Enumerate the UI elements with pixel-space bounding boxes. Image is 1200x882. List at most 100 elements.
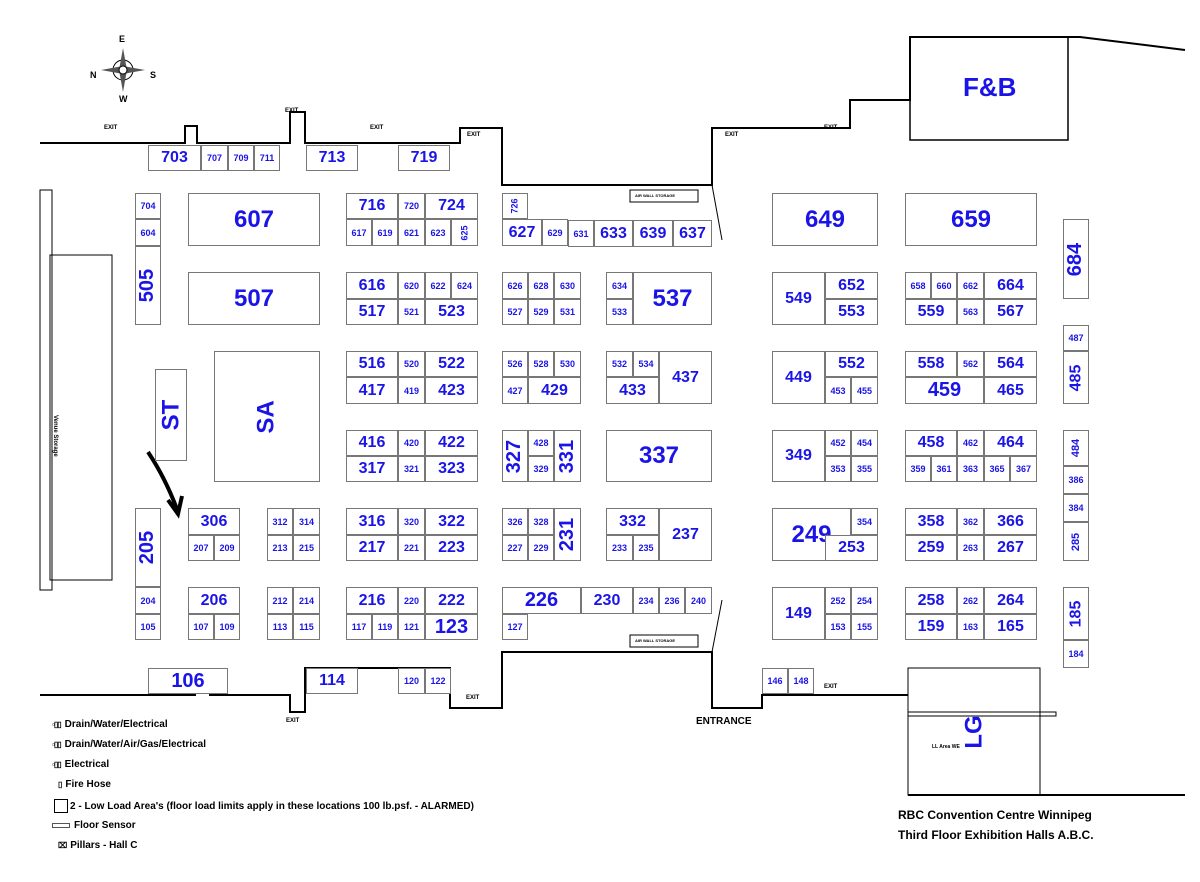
booth-121[interactable]: 121 [398, 614, 425, 640]
booth-420[interactable]: 420 [398, 430, 425, 456]
booth-235[interactable]: 235 [633, 535, 659, 561]
booth-262[interactable]: 262 [957, 587, 984, 614]
booth-120[interactable]: 120 [398, 668, 425, 694]
booth-204[interactable]: 204 [135, 587, 161, 614]
booth-317[interactable]: 317 [346, 456, 398, 482]
booth-485[interactable]: 485 [1063, 351, 1089, 404]
booth-226[interactable]: 226 [502, 587, 581, 614]
booth-361[interactable]: 361 [931, 456, 957, 482]
booth-105[interactable]: 105 [135, 614, 161, 640]
booth-316[interactable]: 316 [346, 508, 398, 535]
booth-422[interactable]: 422 [425, 430, 478, 456]
booth-109[interactable]: 109 [214, 614, 240, 640]
booth-505[interactable]: 505 [135, 246, 161, 325]
booth-326[interactable]: 326 [502, 508, 528, 535]
booth-353[interactable]: 353 [825, 456, 851, 482]
booth-567[interactable]: 567 [984, 299, 1037, 325]
booth-165[interactable]: 165 [984, 614, 1037, 640]
booth-660[interactable]: 660 [931, 272, 957, 299]
booth-359[interactable]: 359 [905, 456, 931, 482]
booth-366[interactable]: 366 [984, 508, 1037, 535]
booth-114[interactable]: 114 [306, 668, 358, 694]
booth-146[interactable]: 146 [762, 668, 788, 694]
booth-623[interactable]: 623 [425, 219, 451, 246]
booth-223[interactable]: 223 [425, 535, 478, 561]
booth-521[interactable]: 521 [398, 299, 425, 325]
booth-703[interactable]: 703 [148, 145, 201, 171]
booth-552[interactable]: 552 [825, 351, 878, 377]
booth-562[interactable]: 562 [957, 351, 984, 377]
booth-328[interactable]: 328 [528, 508, 554, 535]
booth-159[interactable]: 159 [905, 614, 957, 640]
booth-155[interactable]: 155 [851, 614, 878, 640]
booth-558[interactable]: 558 [905, 351, 957, 377]
booth-148[interactable]: 148 [788, 668, 814, 694]
booth-122[interactable]: 122 [425, 668, 451, 694]
booth-314[interactable]: 314 [293, 508, 320, 535]
booth-626[interactable]: 626 [502, 272, 528, 299]
booth-455[interactable]: 455 [851, 377, 878, 404]
booth-355[interactable]: 355 [851, 456, 878, 482]
booth-253[interactable]: 253 [825, 535, 878, 561]
booth-433[interactable]: 433 [606, 377, 659, 404]
booth-184[interactable]: 184 [1063, 640, 1089, 668]
booth-684[interactable]: 684 [1063, 219, 1089, 299]
booth-719[interactable]: 719 [398, 145, 450, 171]
booth-207[interactable]: 207 [188, 535, 214, 561]
booth-529[interactable]: 529 [528, 299, 554, 325]
booth-285[interactable]: 285 [1063, 522, 1089, 561]
booth-707[interactable]: 707 [201, 145, 228, 171]
booth-526[interactable]: 526 [502, 351, 528, 377]
booth-153[interactable]: 153 [825, 614, 851, 640]
booth-209[interactable]: 209 [214, 535, 240, 561]
booth-531[interactable]: 531 [554, 299, 581, 325]
booth-115[interactable]: 115 [293, 614, 320, 640]
booth-704[interactable]: 704 [135, 193, 161, 219]
booth-528[interactable]: 528 [528, 351, 554, 377]
booth-312[interactable]: 312 [267, 508, 293, 535]
booth-458[interactable]: 458 [905, 430, 957, 456]
booth-520[interactable]: 520 [398, 351, 425, 377]
booth-523[interactable]: 523 [425, 299, 478, 325]
booth-464[interactable]: 464 [984, 430, 1037, 456]
booth-619[interactable]: 619 [372, 219, 398, 246]
booth-205[interactable]: 205 [135, 508, 161, 587]
booth-362[interactable]: 362 [957, 508, 984, 535]
booth-254[interactable]: 254 [851, 587, 878, 614]
booth-214[interactable]: 214 [293, 587, 320, 614]
booth-320[interactable]: 320 [398, 508, 425, 535]
booth-628[interactable]: 628 [528, 272, 554, 299]
booth-616[interactable]: 616 [346, 272, 398, 299]
booth-117[interactable]: 117 [346, 614, 372, 640]
booth-549[interactable]: 549 [772, 272, 825, 325]
booth-206[interactable]: 206 [188, 587, 240, 614]
booth-367[interactable]: 367 [1010, 456, 1037, 482]
booth-337[interactable]: 337 [606, 430, 712, 482]
booth-713[interactable]: 713 [306, 145, 358, 171]
booth-216[interactable]: 216 [346, 587, 398, 614]
booth-215[interactable]: 215 [293, 535, 320, 561]
booth-sa[interactable]: SA [214, 351, 320, 482]
booth-234[interactable]: 234 [633, 587, 659, 614]
booth-222[interactable]: 222 [425, 587, 478, 614]
booth-607[interactable]: 607 [188, 193, 320, 246]
booth-453[interactable]: 453 [825, 377, 851, 404]
booth-349[interactable]: 349 [772, 430, 825, 482]
booth-429[interactable]: 429 [528, 377, 581, 404]
booth-213[interactable]: 213 [267, 535, 293, 561]
booth-624[interactable]: 624 [451, 272, 478, 299]
booth-631[interactable]: 631 [568, 220, 594, 247]
booth-630[interactable]: 630 [554, 272, 581, 299]
booth-487[interactable]: 487 [1063, 325, 1089, 351]
booth-637[interactable]: 637 [673, 220, 712, 247]
booth-452[interactable]: 452 [825, 430, 851, 456]
booth-252[interactable]: 252 [825, 587, 851, 614]
booth-532[interactable]: 532 [606, 351, 633, 377]
booth-267[interactable]: 267 [984, 535, 1037, 561]
booth-621[interactable]: 621 [398, 219, 425, 246]
booth-229[interactable]: 229 [528, 535, 554, 561]
booth-516[interactable]: 516 [346, 351, 398, 377]
booth-658[interactable]: 658 [905, 272, 931, 299]
booth-306[interactable]: 306 [188, 508, 240, 535]
booth-354[interactable]: 354 [851, 508, 878, 535]
